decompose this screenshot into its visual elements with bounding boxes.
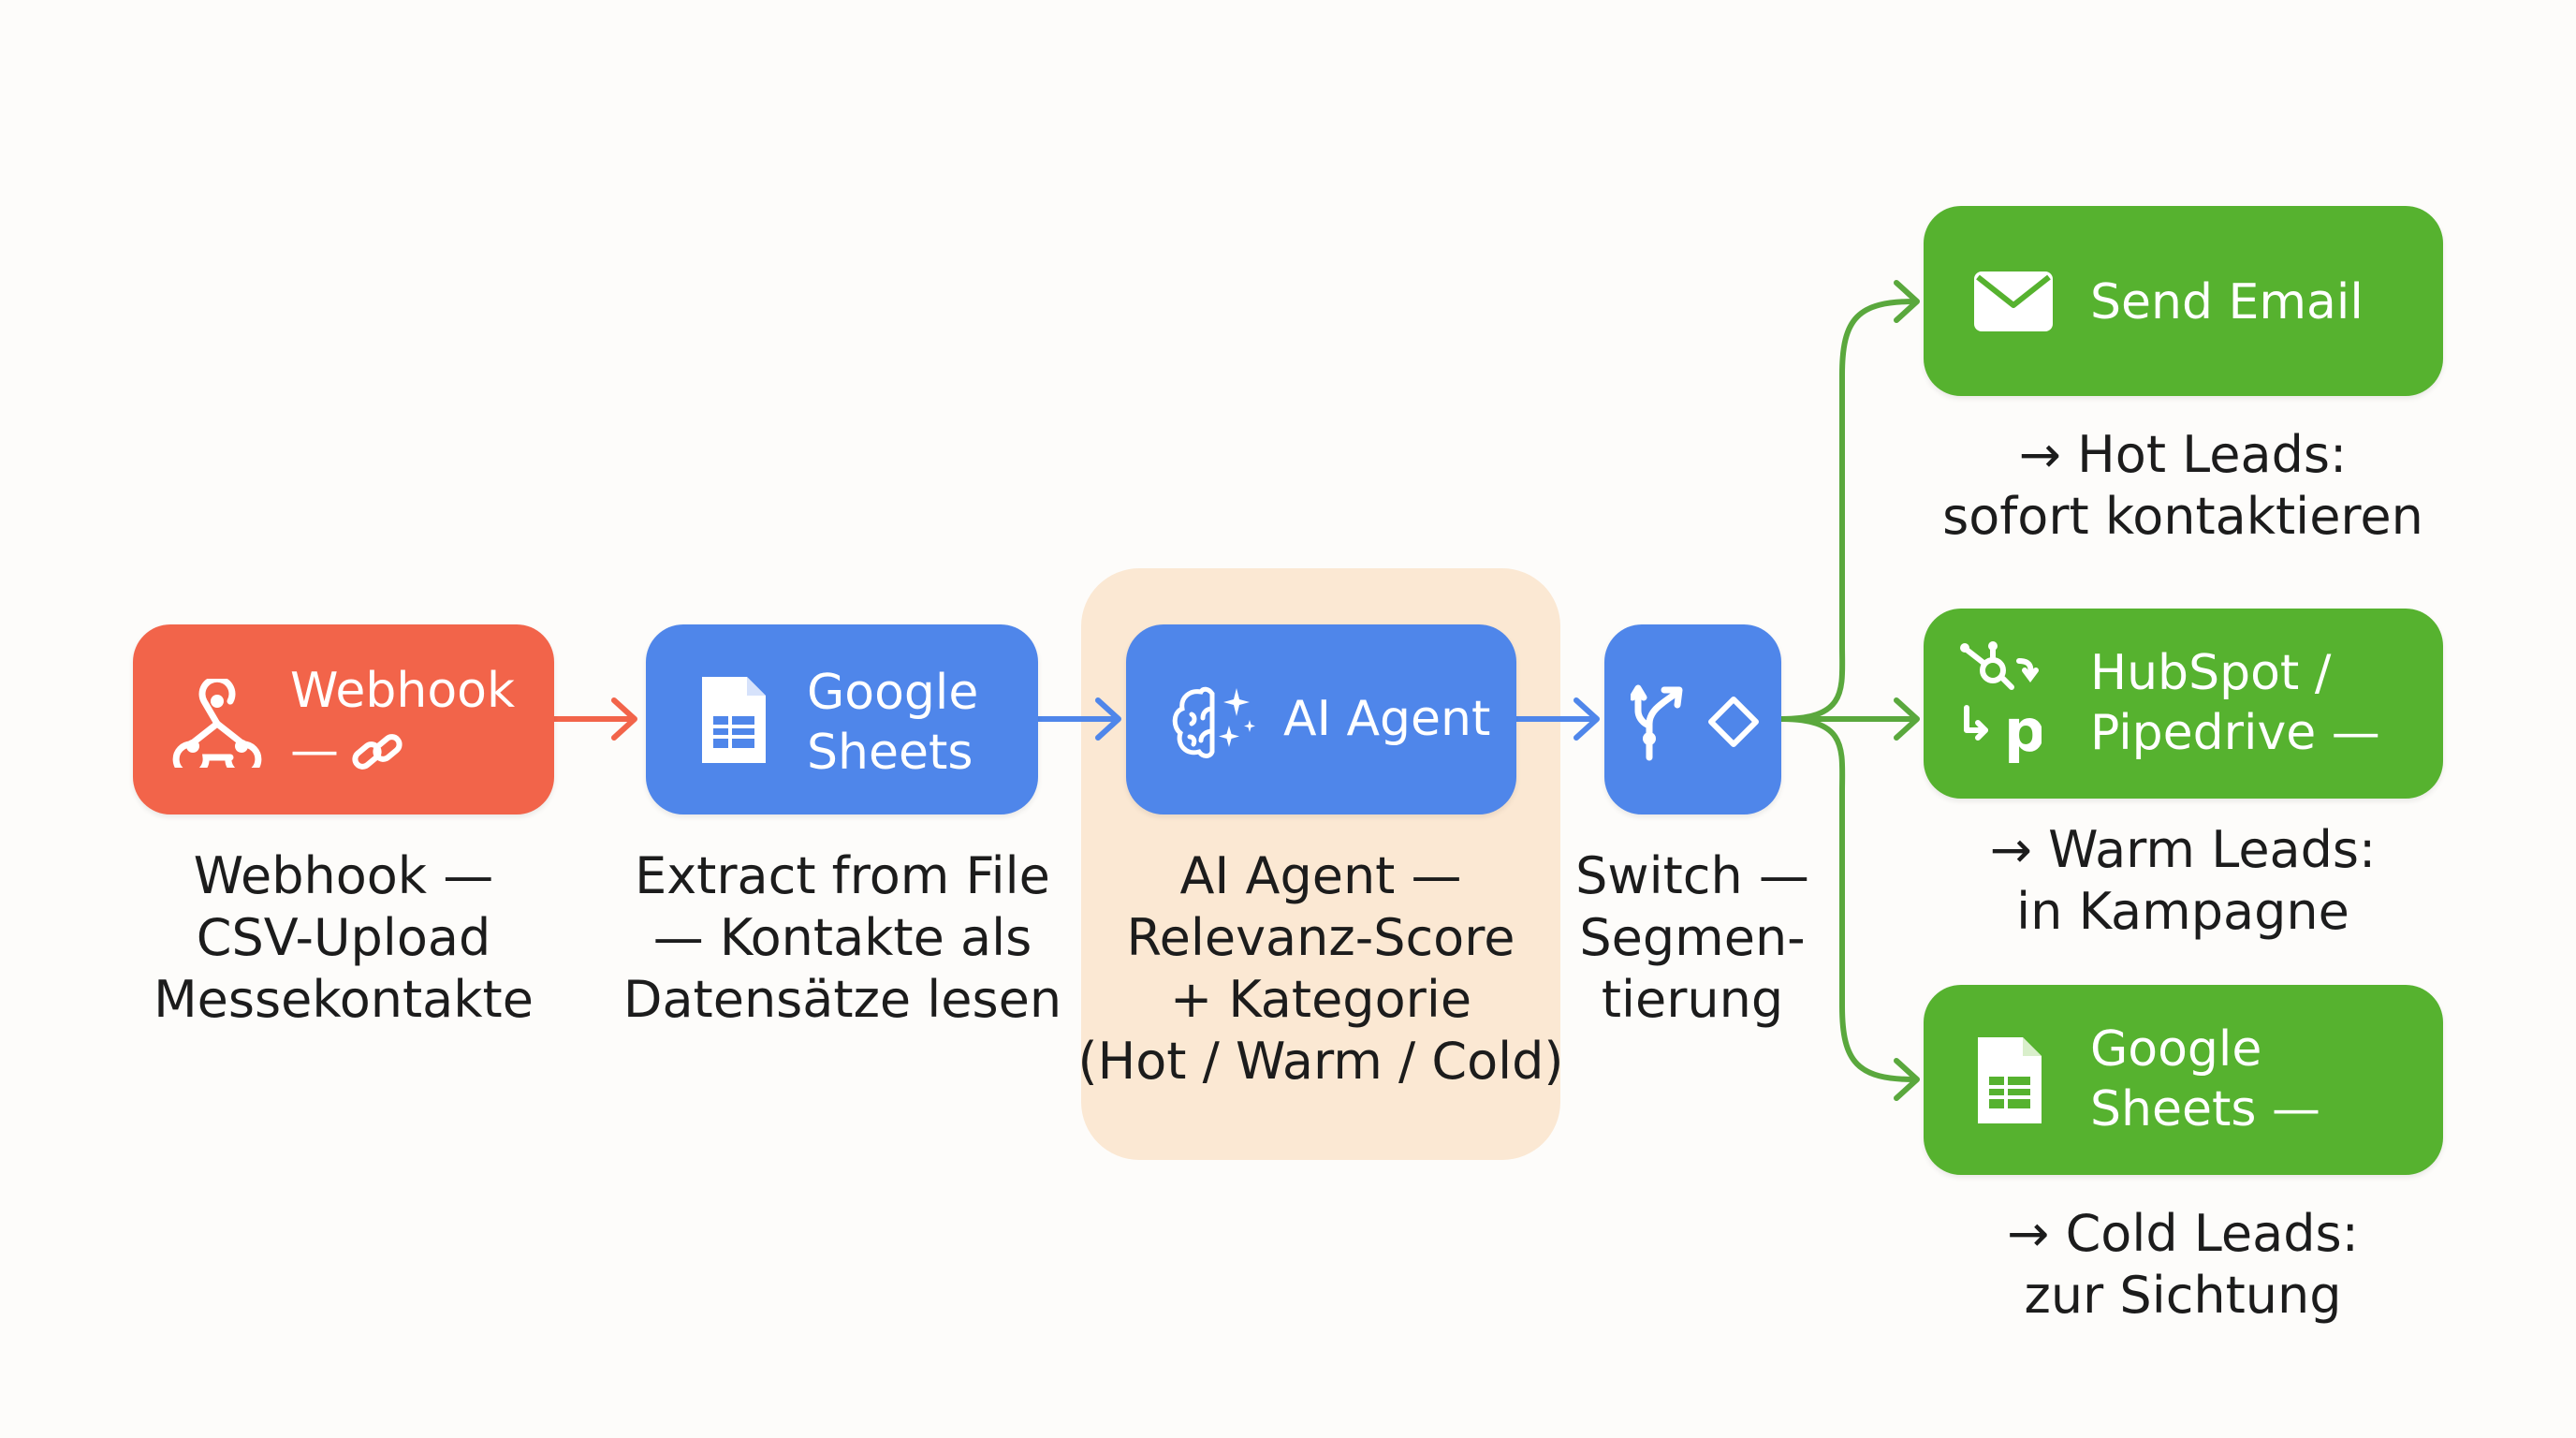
ai-agent-caption: AI Agent — Relevanz-Score + Kategorie (H…	[1059, 845, 1583, 1093]
arrowhead-switch-to-email	[1894, 280, 1920, 323]
caption-line: (Hot / Warm / Cold)	[1077, 1032, 1564, 1091]
caption-line: → Warm Leads:	[1989, 820, 2377, 879]
caption-line: in Kampagne	[2016, 882, 2349, 941]
sheets-cold-caption: → Cold Leads: zur Sichtung	[1902, 1203, 2464, 1327]
webhook-node-label: Webhook	[290, 663, 516, 719]
arrowhead-switch-to-sheets-cold	[1894, 1058, 1920, 1101]
switch-caption: Switch — Segmen- tierung	[1552, 845, 1833, 1031]
send-email-node[interactable]: Send Email	[1924, 206, 2443, 396]
arrowhead-switch-to-crm	[1894, 697, 1920, 741]
webhook-icon	[172, 679, 262, 768]
crm-caption: → Warm Leads: in Kampagne	[1902, 819, 2464, 943]
arrowhead-sheets-to-ai	[1095, 697, 1121, 741]
connector-switch-to-email	[1778, 299, 1917, 722]
pipedrive-icon: p	[1964, 702, 2042, 765]
diamond-icon	[1708, 697, 1759, 747]
switch-node[interactable]	[1604, 624, 1781, 814]
switch-branch-icon	[1631, 684, 1683, 761]
caption-line: AI Agent —	[1179, 846, 1462, 905]
sheets-cold-label-2: Sheets —	[2090, 1081, 2320, 1137]
caption-line: Segmen-	[1579, 908, 1806, 967]
caption-line: sofort kontaktieren	[1942, 487, 2423, 546]
caption-line: Datensätze lesen	[622, 970, 1062, 1029]
sheets-cold-label-1: Google	[2090, 1021, 2262, 1078]
caption-line: Messekontakte	[154, 970, 534, 1029]
send-email-caption: → Hot Leads: sofort kontaktieren	[1902, 424, 2464, 548]
crm-node[interactable]: p HubSpot / Pipedrive —	[1924, 609, 2443, 799]
sheets-extract-node[interactable]: Google Sheets	[646, 624, 1038, 814]
caption-line: → Cold Leads:	[2007, 1204, 2359, 1263]
arrowhead-ai-to-switch	[1573, 697, 1600, 741]
caption-line: — Kontakte als	[652, 908, 1032, 967]
webhook-caption: Webhook — CSV-Upload Messekontakte	[81, 845, 606, 1031]
hubspot-icon	[1960, 641, 2039, 690]
brain-sparkle-icon	[1172, 686, 1255, 758]
caption-line: tierung	[1601, 970, 1784, 1029]
webhook-node-dash: —	[290, 723, 339, 779]
caption-line: Extract from File	[635, 846, 1050, 905]
google-sheets-icon	[1978, 1037, 2042, 1123]
sheets-extract-label-2: Sheets	[807, 725, 973, 781]
caption-line: + Kategorie	[1169, 970, 1472, 1029]
google-sheets-icon	[702, 677, 766, 763]
webhook-node[interactable]: Webhook —	[133, 624, 554, 814]
send-email-label: Send Email	[2090, 274, 2364, 330]
caption-line: Webhook —	[193, 846, 494, 905]
crm-label-1: HubSpot /	[2090, 645, 2332, 701]
envelope-icon	[1974, 271, 2053, 331]
sheets-extract-label-1: Google	[807, 665, 979, 721]
ai-agent-node[interactable]: AI Agent	[1126, 624, 1516, 814]
sheets-extract-caption: Extract from File — Kontakte als Datensä…	[580, 845, 1105, 1031]
caption-line: Relevanz-Score	[1126, 908, 1515, 967]
svg-text:p: p	[2004, 702, 2042, 765]
arrowhead-webhook-to-sheets	[611, 697, 637, 741]
connector-switch-to-sheets-cold	[1778, 716, 1917, 1082]
caption-line: → Hot Leads:	[2018, 425, 2348, 484]
crm-label-2: Pipedrive —	[2090, 705, 2380, 761]
caption-line: CSV-Upload	[196, 908, 491, 967]
link-icon	[352, 734, 402, 770]
caption-line: zur Sichtung	[2024, 1266, 2342, 1325]
caption-line: Switch —	[1575, 846, 1809, 905]
sheets-cold-node[interactable]: Google Sheets —	[1924, 985, 2443, 1175]
ai-agent-label: AI Agent	[1283, 691, 1491, 747]
